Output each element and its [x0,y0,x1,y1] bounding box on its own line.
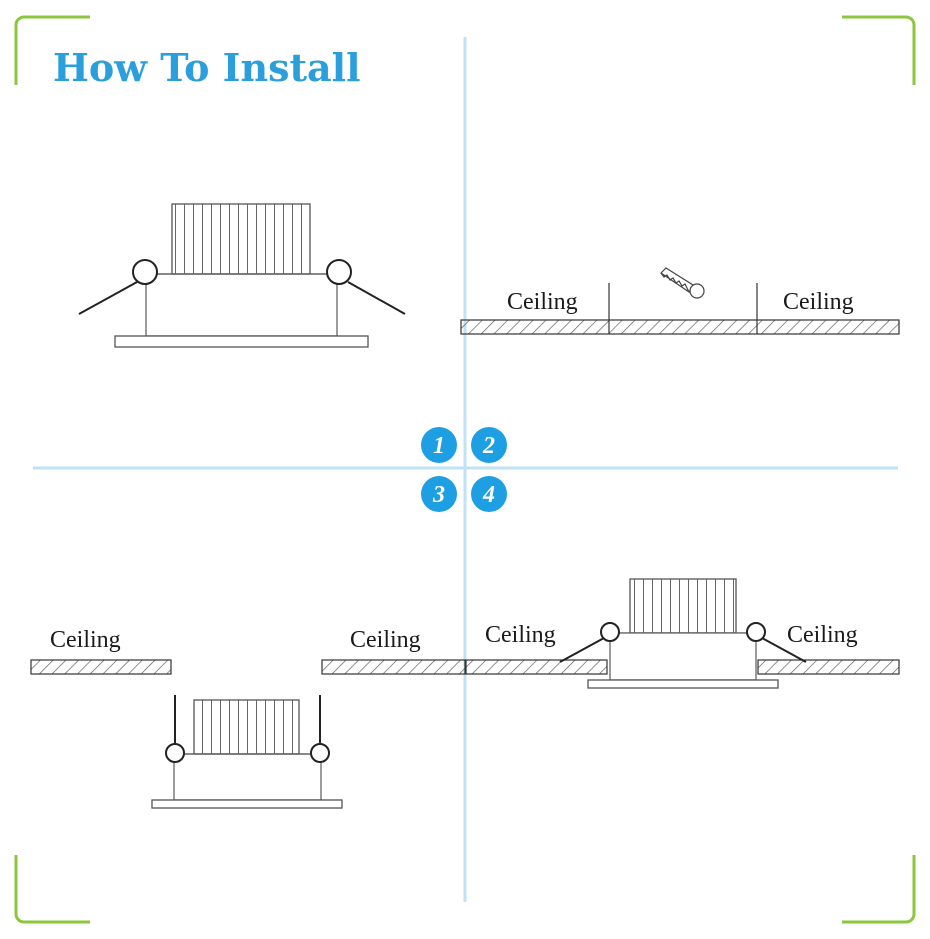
step3-body [173,753,322,801]
step1-clip-left [78,281,138,315]
step4-body [609,632,757,681]
svg-text:3: 3 [432,482,445,508]
step1-trim [114,335,369,348]
step4-ceiling-label-left: Ceiling [485,622,556,648]
page-title: How To Install [53,45,361,90]
svg-text:4: 4 [482,482,495,508]
step1-clip-right [347,281,406,315]
step3-ceiling-label-right: Ceiling [350,627,421,653]
step4-clip-right [761,637,807,663]
svg-text:1: 1 [433,433,445,459]
step3-heatsink [193,699,300,755]
step4-ceiling-right [757,659,900,675]
step2-ceiling-label-left: Ceiling [507,289,578,315]
saw-icon [660,267,705,299]
step4-clip-left [559,637,605,663]
step4-ceiling-left [465,659,608,675]
step4-ceiling: Ceiling Ceiling [465,622,900,675]
step3-downlight [151,695,343,809]
step4-downlight [559,578,807,689]
step1-heatsink [171,203,311,275]
step-badge-2: 2 [471,427,507,463]
step2-ceiling: Ceiling Ceiling [460,267,900,335]
step3-trim [151,799,343,809]
step1-downlight [78,203,406,348]
svg-text:2: 2 [482,433,495,459]
step1-spring-left [132,259,158,285]
step-badge-4: 4 [471,476,507,512]
step3-ceiling-left [30,659,172,675]
step2-ceiling-label-right: Ceiling [783,289,854,315]
step4-spring-left [600,622,620,642]
step1-spring-right [326,259,352,285]
step1-body [145,273,338,337]
frame-gaps [11,12,919,927]
step4-ceiling-label-right: Ceiling [787,622,858,648]
step3-ceiling: Ceiling Ceiling [30,627,466,675]
step3-spring-left [165,743,185,763]
step-badge-3: 3 [421,476,457,512]
step3-spring-right [310,743,330,763]
step-badge-1: 1 [421,427,457,463]
step3-ceiling-right [321,659,466,675]
step2-ceiling-slab [460,319,900,335]
step4-trim [587,679,779,689]
step4-heatsink [629,578,737,634]
step4-spring-right [746,622,766,642]
step3-ceiling-label-left: Ceiling [50,627,121,653]
